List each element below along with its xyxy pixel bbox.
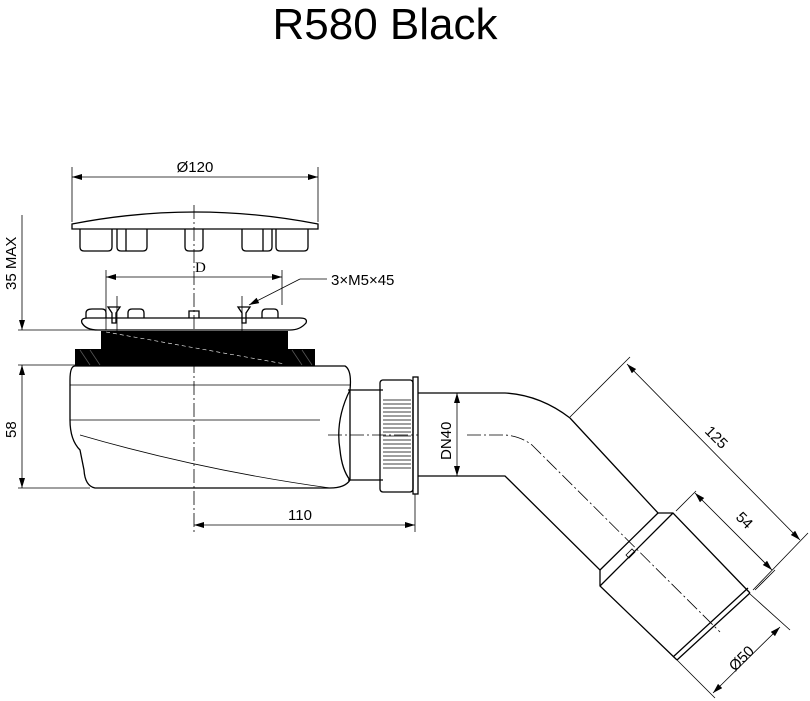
- hole-spacing-dimension: D: [105, 260, 283, 330]
- outlet-pipe: [418, 392, 751, 661]
- pipe-length-dimension: 125: [569, 356, 809, 591]
- screws-callout: 3×M5×45: [248, 272, 394, 306]
- outlet-nut: [379, 376, 419, 495]
- outlet-size-label: DN40: [438, 422, 455, 460]
- cap-diameter-dimension: Ø120: [71, 159, 319, 222]
- sleeve-length-label: 54: [732, 509, 756, 533]
- sleeve-diameter-dimension: Ø50: [676, 593, 791, 699]
- outlet-offset-label: 110: [288, 507, 312, 524]
- trap-body: [69, 365, 418, 489]
- drawing-title: R580 Black: [272, 0, 498, 49]
- height-dimensions: 35 MAX 58: [3, 215, 100, 489]
- black-body: [75, 331, 315, 366]
- pipe-length-label: 125: [701, 423, 731, 453]
- body-height-label: 58: [3, 421, 20, 438]
- outlet-offset-dimension: 110: [194, 494, 416, 532]
- outlet-size-dimension: DN40: [438, 393, 460, 476]
- grate-plate: [80, 296, 308, 332]
- cap-diameter-label: Ø120: [177, 159, 214, 176]
- screws-label: 3×M5×45: [331, 272, 394, 289]
- hole-spacing-label: D: [195, 260, 206, 276]
- drain-cap: [71, 211, 319, 252]
- height-max-label: 35 MAX: [3, 237, 20, 290]
- sleeve-diameter-label: Ø50: [726, 643, 758, 675]
- sleeve-length-dimension: 54: [675, 490, 776, 591]
